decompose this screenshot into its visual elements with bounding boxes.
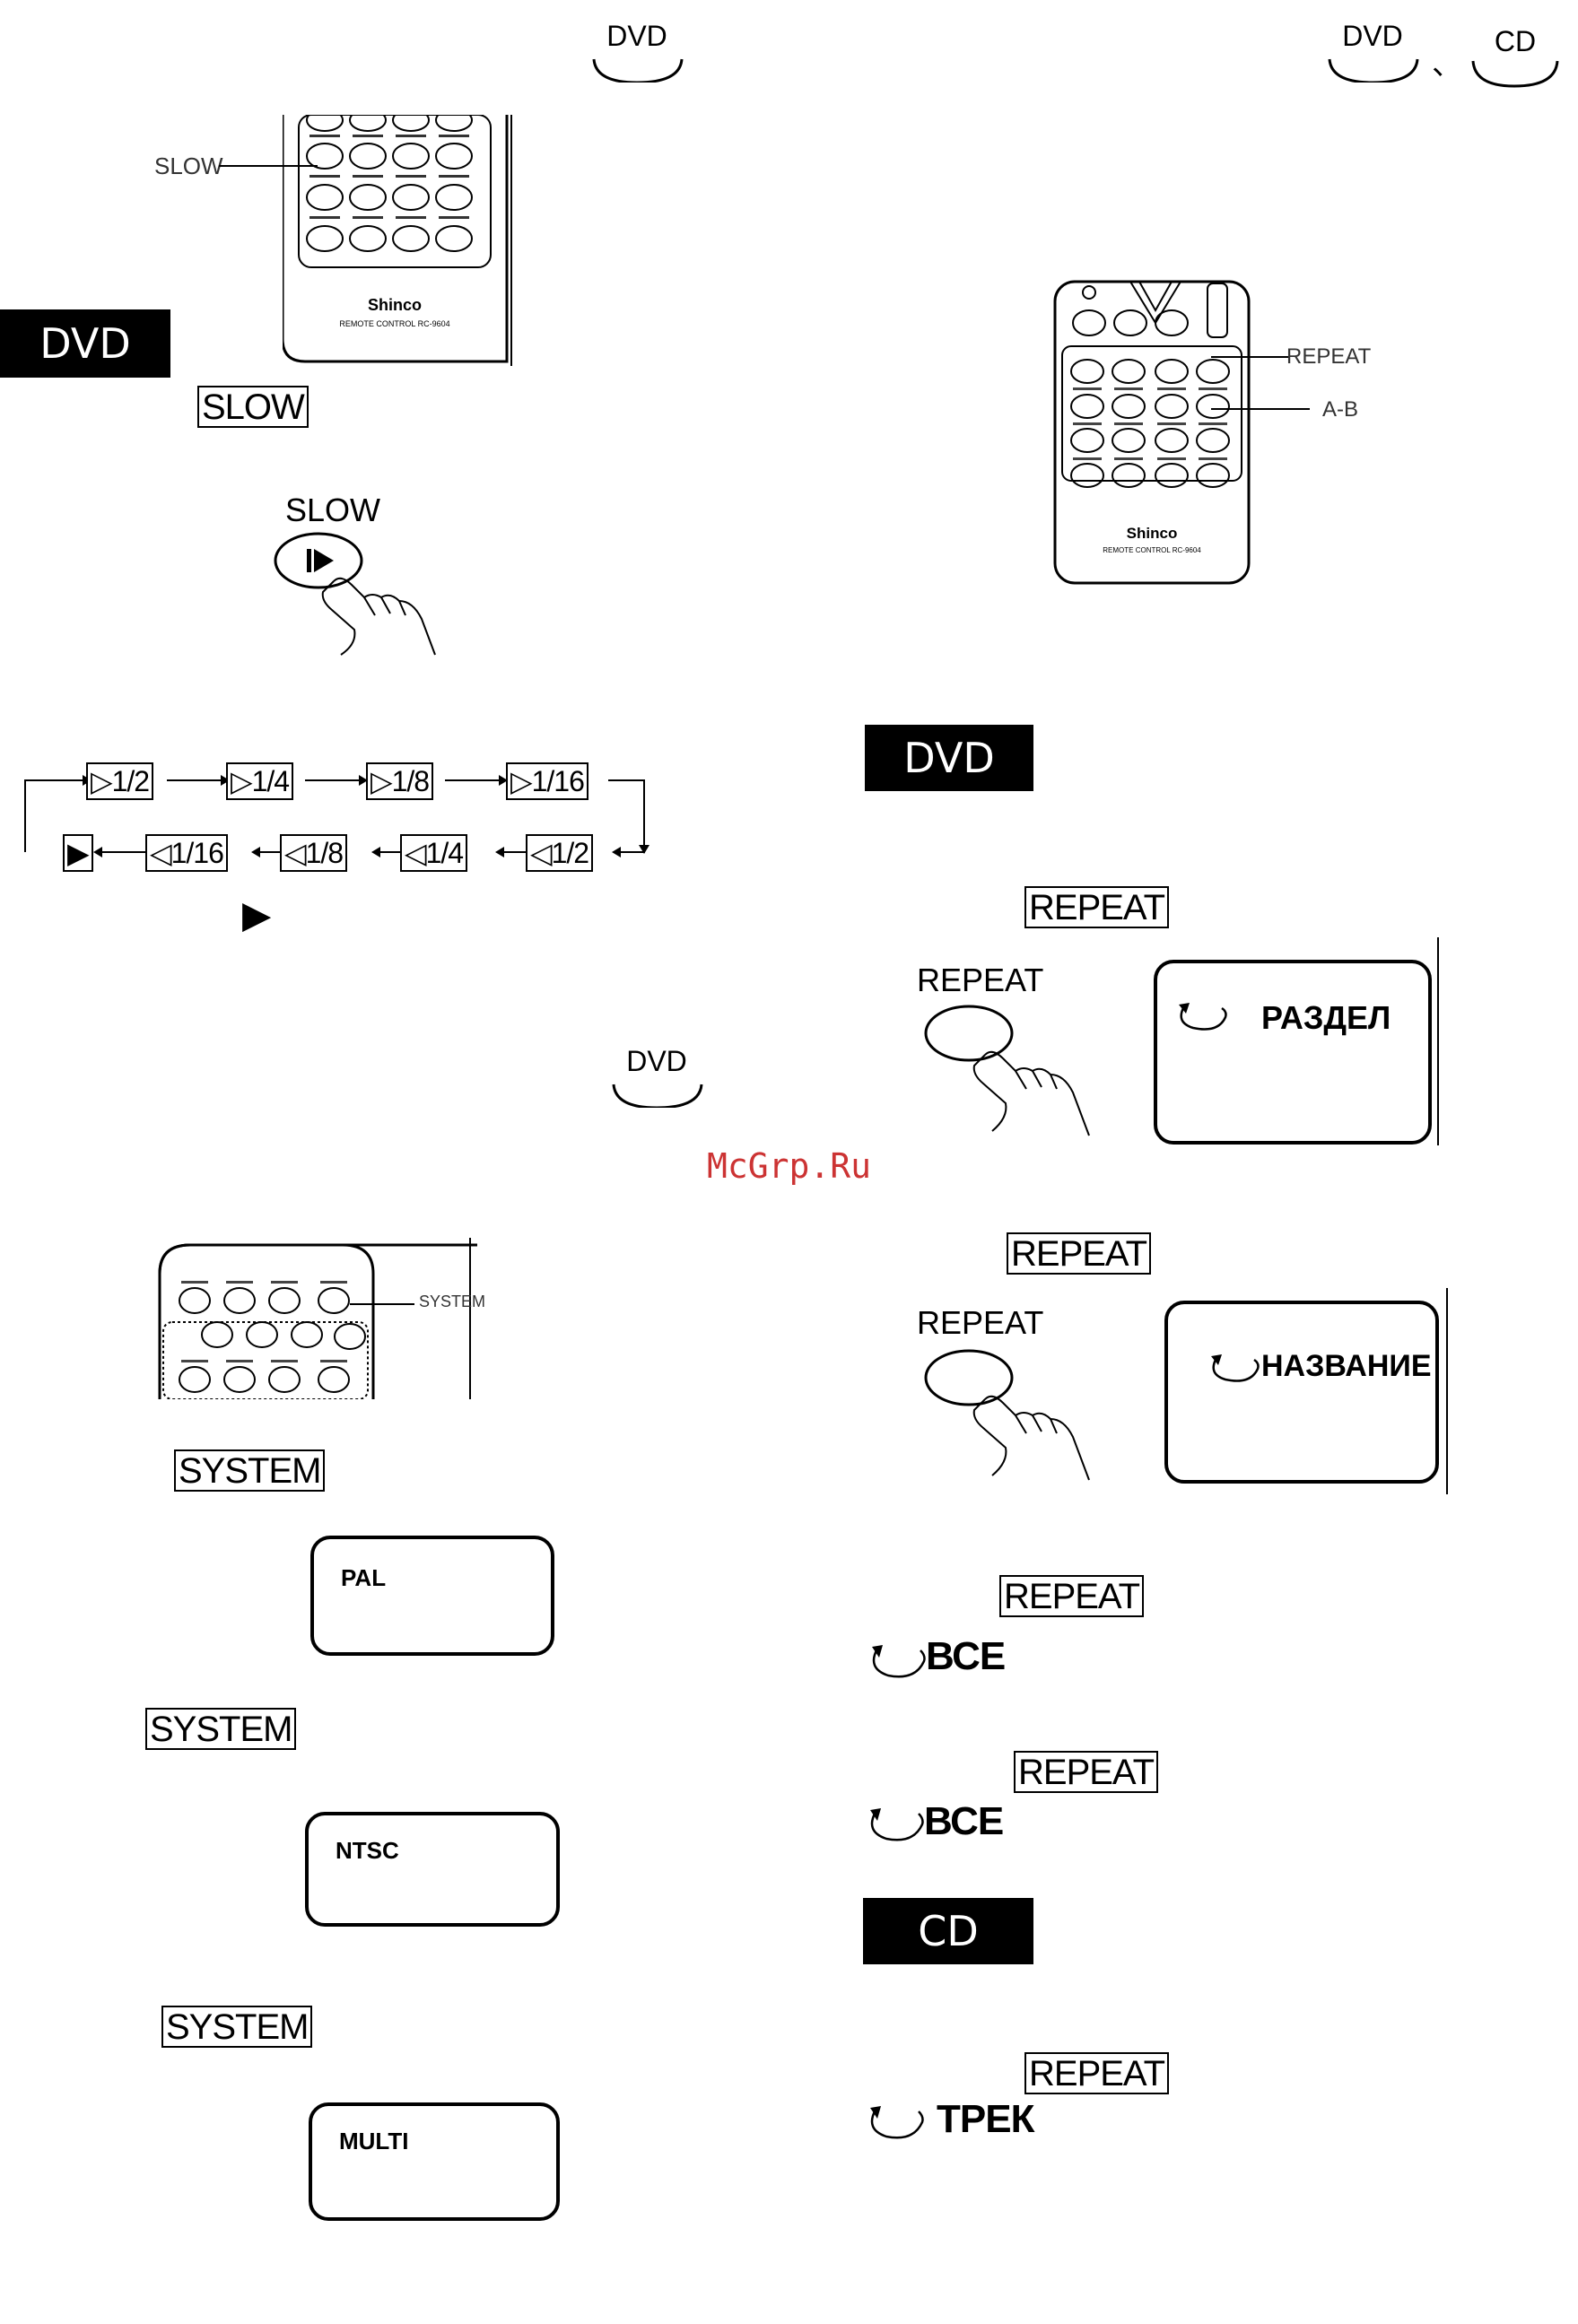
repeat-button-label-2: REPEAT xyxy=(917,1304,1043,1342)
speed-reverse-1-4: ◁1/4 xyxy=(400,834,467,872)
repeat-key-2: REPEAT xyxy=(1007,1232,1151,1275)
speed-play: ▶ xyxy=(63,834,93,872)
speed-forward-1-8: ▷1/8 xyxy=(366,762,433,800)
system-key-1: SYSTEM xyxy=(174,1449,325,1492)
cd-disc-icon-top-right: CD xyxy=(1462,25,1568,88)
speed-value: 1/4 xyxy=(252,765,289,797)
repeat-key-3: REPEAT xyxy=(999,1575,1144,1617)
screen-multi: MULTI xyxy=(309,2102,560,2221)
speed-value: 1/2 xyxy=(112,765,149,797)
system-key-3: SYSTEM xyxy=(161,2006,312,2048)
screen-pal: PAL xyxy=(310,1536,554,1656)
speed-value: 1/2 xyxy=(552,837,588,869)
speed-value: 1/16 xyxy=(171,837,223,869)
remote-model: REMOTE CONTROL RC-9604 xyxy=(339,319,449,328)
screen-ntsc: NTSC xyxy=(305,1812,560,1927)
disc-label: CD xyxy=(1462,25,1568,58)
screen-text: НАЗВАНИЕ xyxy=(1261,1349,1432,1384)
repeat-loop-icon xyxy=(1173,999,1231,1035)
disc-separator: 、 xyxy=(1432,39,1462,83)
play-symbol: ▶ xyxy=(242,892,271,936)
remote-brand: Shinco xyxy=(1127,525,1178,542)
repeat-button-press-illustration-1 xyxy=(919,1001,1098,1145)
repeat-key-5: REPEAT xyxy=(1024,2052,1169,2094)
repeat-loop-icon-all-1 xyxy=(865,1641,929,1683)
speed-reverse-1-2: ◁1/2 xyxy=(526,834,593,872)
speed-value: 1/4 xyxy=(426,837,463,869)
dvd-disc-icon-mid-left: DVD xyxy=(601,1045,712,1108)
repeat-callout: REPEAT xyxy=(1286,344,1371,370)
remote-brand: Shinco xyxy=(368,296,422,314)
section-dvd-right: DVD xyxy=(865,725,1033,791)
slow-button-label: SLOW xyxy=(285,492,380,529)
section-cd: CD xyxy=(863,1898,1033,1964)
speed-reverse-1-16: ◁1/16 xyxy=(145,834,228,872)
watermark: McGrp.Ru xyxy=(707,1146,871,1186)
slow-callout: SLOW xyxy=(154,152,223,180)
screen-text: MULTI xyxy=(339,2128,409,2155)
screen-title: НАЗВАНИЕ xyxy=(1164,1301,1439,1484)
repeat-loop-icon-track xyxy=(863,2102,928,2144)
screen-text: NTSC xyxy=(336,1837,399,1865)
speed-value: 1/16 xyxy=(532,765,584,797)
disc-label: DVD xyxy=(581,20,693,53)
screen-edge-line-1 xyxy=(1435,937,1441,1145)
slow-key: SLOW xyxy=(197,386,309,428)
remote-control-system-illustration xyxy=(154,1238,477,1399)
speed-forward-1-2: ▷1/2 xyxy=(86,762,153,800)
system-key-2: SYSTEM xyxy=(145,1708,296,1750)
speed-forward-1-16: ▷1/16 xyxy=(506,762,588,800)
repeat-all-label-1: ВСЕ xyxy=(926,1634,1005,1679)
dvd-disc-icon-top-left: DVD xyxy=(581,20,693,83)
disc-label: DVD xyxy=(1317,20,1428,53)
disc-label: DVD xyxy=(601,1045,712,1078)
repeat-track-label: ТРЕК xyxy=(937,2097,1033,2142)
remote-control-repeat-illustration: Shinco REMOTE CONTROL RC-9604 xyxy=(1050,278,1256,588)
screen-edge-line-2 xyxy=(1444,1288,1450,1494)
screen-text: РАЗДЕЛ xyxy=(1261,999,1391,1037)
repeat-key-4: REPEAT xyxy=(1014,1751,1158,1793)
speed-value: 1/8 xyxy=(392,765,429,797)
screen-text: PAL xyxy=(341,1564,386,1592)
repeat-key-1: REPEAT xyxy=(1024,886,1169,928)
repeat-button-label-1: REPEAT xyxy=(917,962,1043,999)
section-dvd-left: DVD xyxy=(0,309,170,378)
remote-model: REMOTE CONTROL RC-9604 xyxy=(1103,546,1201,554)
dvd-disc-icon-top-right: DVD xyxy=(1317,20,1428,83)
screen-chapter: РАЗДЕЛ xyxy=(1154,960,1432,1145)
remote-control-slow-illustration: Shinco REMOTE CONTROL RC-9604 xyxy=(283,115,516,366)
repeat-loop-icon xyxy=(1206,1351,1263,1387)
repeat-button-press-illustration-2 xyxy=(919,1345,1098,1489)
system-callout: SYSTEM xyxy=(419,1293,485,1311)
repeat-loop-icon-all-2 xyxy=(863,1805,928,1846)
speed-forward-1-4: ▷1/4 xyxy=(226,762,293,800)
ab-callout: A-B xyxy=(1322,397,1358,422)
slow-button-press-illustration xyxy=(269,529,440,664)
speed-value: 1/8 xyxy=(306,837,343,869)
repeat-all-label-2: ВСЕ xyxy=(924,1799,1003,1844)
speed-reverse-1-8: ◁1/8 xyxy=(280,834,347,872)
